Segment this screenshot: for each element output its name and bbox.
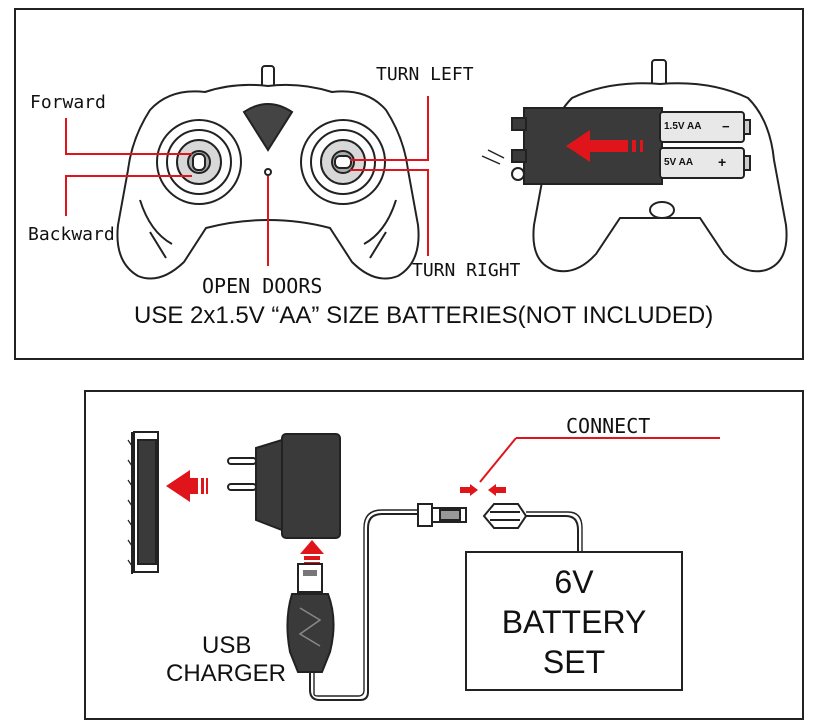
charger-label: CHARGER — [166, 660, 287, 687]
wall-socket-icon — [127, 431, 159, 574]
battery-cell-label-1: 1.5V AA — [664, 121, 702, 132]
forward-label: Forward — [30, 92, 106, 113]
battery-word-label: BATTERY — [501, 604, 647, 640]
charging-instructions-panel — [84, 390, 804, 720]
battery-set-label: SET — [542, 644, 606, 680]
connector-socket-icon — [482, 503, 528, 529]
usb-charger-icon — [286, 563, 335, 673]
connect-callout — [479, 437, 720, 483]
connector-plug-icon — [417, 503, 467, 527]
arrow-left-icon — [166, 470, 208, 502]
turn-right-label: TURN RIGHT — [412, 260, 521, 281]
connect-arrows — [460, 484, 506, 496]
battery-compartment-icon — [481, 59, 788, 273]
battery-pack-icon — [465, 551, 683, 691]
battery-voltage-label: 6V — [554, 564, 594, 600]
callout-lines — [65, 96, 429, 266]
battery-minus-sign: − — [722, 119, 730, 134]
open-doors-label: OPEN DOORS — [202, 274, 323, 298]
arrow-up-icon — [300, 540, 324, 564]
battery-cell-label-2: 5V AA — [664, 157, 694, 168]
usb-label: USB — [202, 632, 252, 659]
remote-controller-icon — [116, 65, 420, 280]
charging-cable — [309, 509, 583, 701]
arrow-left-icon — [566, 130, 643, 162]
battery-requirement-note: USE 2x1.5V “AA” SIZE BATTERIES(NOT INCLU… — [134, 302, 714, 329]
battery-pack-label: 6V BATTERY SET — [466, 562, 682, 682]
turn-left-label: TURN LEFT — [376, 64, 474, 85]
connect-label: CONNECT — [566, 414, 651, 438]
battery-plus-sign: + — [718, 154, 727, 170]
power-adapter-icon — [227, 433, 341, 539]
backward-label: Backward — [28, 224, 115, 245]
